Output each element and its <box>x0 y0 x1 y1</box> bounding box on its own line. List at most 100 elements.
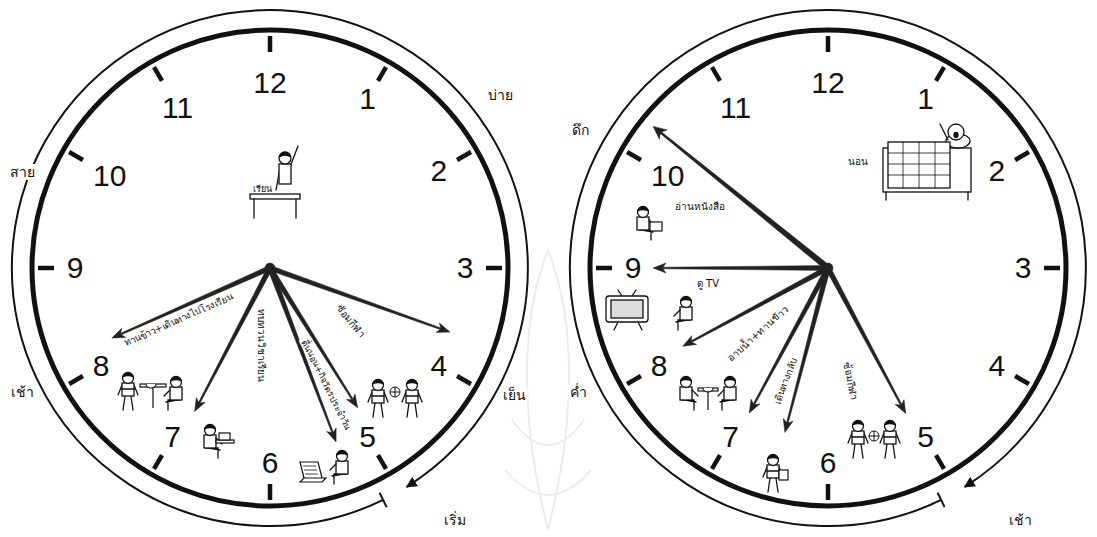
hour-number: 3 <box>457 253 474 283</box>
text-slot: ซ้อมกีฬา <box>839 358 866 404</box>
hour-tick <box>712 67 720 81</box>
hour-tick <box>38 268 54 269</box>
hour-tick <box>627 152 641 160</box>
hour-number: 12 <box>253 68 286 98</box>
watermark-flame <box>527 250 569 530</box>
period-label: บ่าย <box>486 87 515 103</box>
text-slot: 3 <box>1015 253 1032 283</box>
text-slot: 12 <box>811 68 844 98</box>
text-slot: เช้า <box>9 383 36 401</box>
activity-label: ทานข้าว+เดินทางไปโรงเรียน <box>121 291 237 350</box>
waking-child <box>300 451 348 485</box>
start-tick <box>380 493 387 507</box>
hour-number: 12 <box>811 68 844 98</box>
text-slot: 12 <box>253 68 286 98</box>
hour-number: 6 <box>262 448 279 478</box>
period-label: เย็น <box>501 387 528 403</box>
text-slot: 4 <box>431 351 448 381</box>
hour-tick <box>270 484 271 500</box>
text-slot: 7 <box>164 422 181 452</box>
clock-rim <box>590 30 1066 506</box>
hour-tick <box>457 152 471 160</box>
hour-number: 8 <box>93 351 110 381</box>
hour-tick <box>596 268 612 269</box>
text-slot: 1 <box>359 84 376 114</box>
text-slot: 10 <box>651 161 684 191</box>
text-slot: 9 <box>625 253 642 283</box>
hand-hub <box>265 263 275 273</box>
text-slot: 2 <box>989 156 1006 186</box>
hour-tick <box>486 268 502 269</box>
hour-number: 5 <box>359 422 376 452</box>
text-slot: เดินทางกลับ <box>766 352 802 408</box>
text-slot: 10 <box>93 161 126 191</box>
hour-number: 6 <box>820 448 837 478</box>
clock-face: 121234567891011นอนอ่านหนังสือดู TVอาบน้ำ… <box>558 0 1097 537</box>
hour-tick <box>1044 268 1060 269</box>
watermark-arc <box>505 420 591 495</box>
hour-number: 10 <box>651 161 684 191</box>
clock-hand <box>190 266 274 414</box>
activity-label: เดินทางกลับ <box>771 354 801 407</box>
hour-tick <box>154 455 162 469</box>
walking-student <box>763 455 788 493</box>
right-clock-hardware <box>570 10 1086 526</box>
sport-children <box>848 421 900 459</box>
hour-tick <box>378 67 386 81</box>
eating-children <box>680 377 736 411</box>
text-slot: อาบน้ำ+ทานข้าว <box>721 297 794 366</box>
text-slot: 3 <box>457 253 474 283</box>
text-slot: เริ่ม <box>442 511 468 529</box>
hour-tick <box>936 455 944 469</box>
clock-rim <box>32 30 508 506</box>
hand-hub <box>823 263 833 273</box>
clock-hands <box>649 122 910 434</box>
activity-label: ซ้อมกีฬา <box>840 359 860 403</box>
text-slot: 4 <box>989 351 1006 381</box>
clock-hand <box>266 265 362 410</box>
left-clock-hardware <box>12 10 528 526</box>
text-slot: 5 <box>917 422 934 452</box>
period-label: ดึก <box>570 122 591 138</box>
reviewing-child <box>204 425 234 459</box>
hour-tick <box>936 67 944 81</box>
text-slot: 6 <box>820 448 837 478</box>
period-label: เริ่ม <box>442 512 468 528</box>
text-slot: 5 <box>359 422 376 452</box>
text-slot: เย็น <box>501 386 528 404</box>
hour-number: 1 <box>917 84 934 114</box>
hour-tick <box>627 376 641 384</box>
text-slot: บ่าย <box>486 86 515 104</box>
hour-number: 2 <box>431 156 448 186</box>
time-ring-arrow <box>12 10 528 526</box>
hour-tick <box>1015 152 1029 160</box>
hour-tick <box>270 36 271 52</box>
hour-number: 3 <box>1015 253 1032 283</box>
text-slot: 8 <box>93 351 110 381</box>
text-slot: ดู TV <box>697 273 719 291</box>
hour-number: 11 <box>720 93 751 123</box>
period-label: เช้า <box>1007 512 1034 528</box>
clock-hand <box>649 122 831 273</box>
hour-number: 4 <box>431 351 448 381</box>
right-clock <box>570 10 1086 526</box>
clock-hand <box>780 267 833 434</box>
text-slot: นอน <box>848 151 868 169</box>
hour-tick <box>154 67 162 81</box>
period-label: สาย <box>8 164 37 180</box>
text-slot: สาย <box>8 163 37 181</box>
text-slot: เรียน <box>253 178 272 196</box>
activity-label: อ่านหนังสือ <box>675 201 725 213</box>
hour-number: 4 <box>989 351 1006 381</box>
time-ring-arrow <box>570 10 1086 526</box>
hour-number: 1 <box>359 84 376 114</box>
text-slot: 11 <box>162 93 193 123</box>
clock-hand <box>653 263 828 273</box>
text-slot: ทานข้าว+เดินทางไปโรงเรียน <box>119 285 238 351</box>
period-label: ค่ำ <box>568 384 589 400</box>
activity-label: ตื่นนอน+กิจวัตรประจำวัน <box>298 336 353 433</box>
text-slot: ทบทวนวิชาเรียน <box>254 307 272 384</box>
text-slot: 11 <box>720 93 751 123</box>
